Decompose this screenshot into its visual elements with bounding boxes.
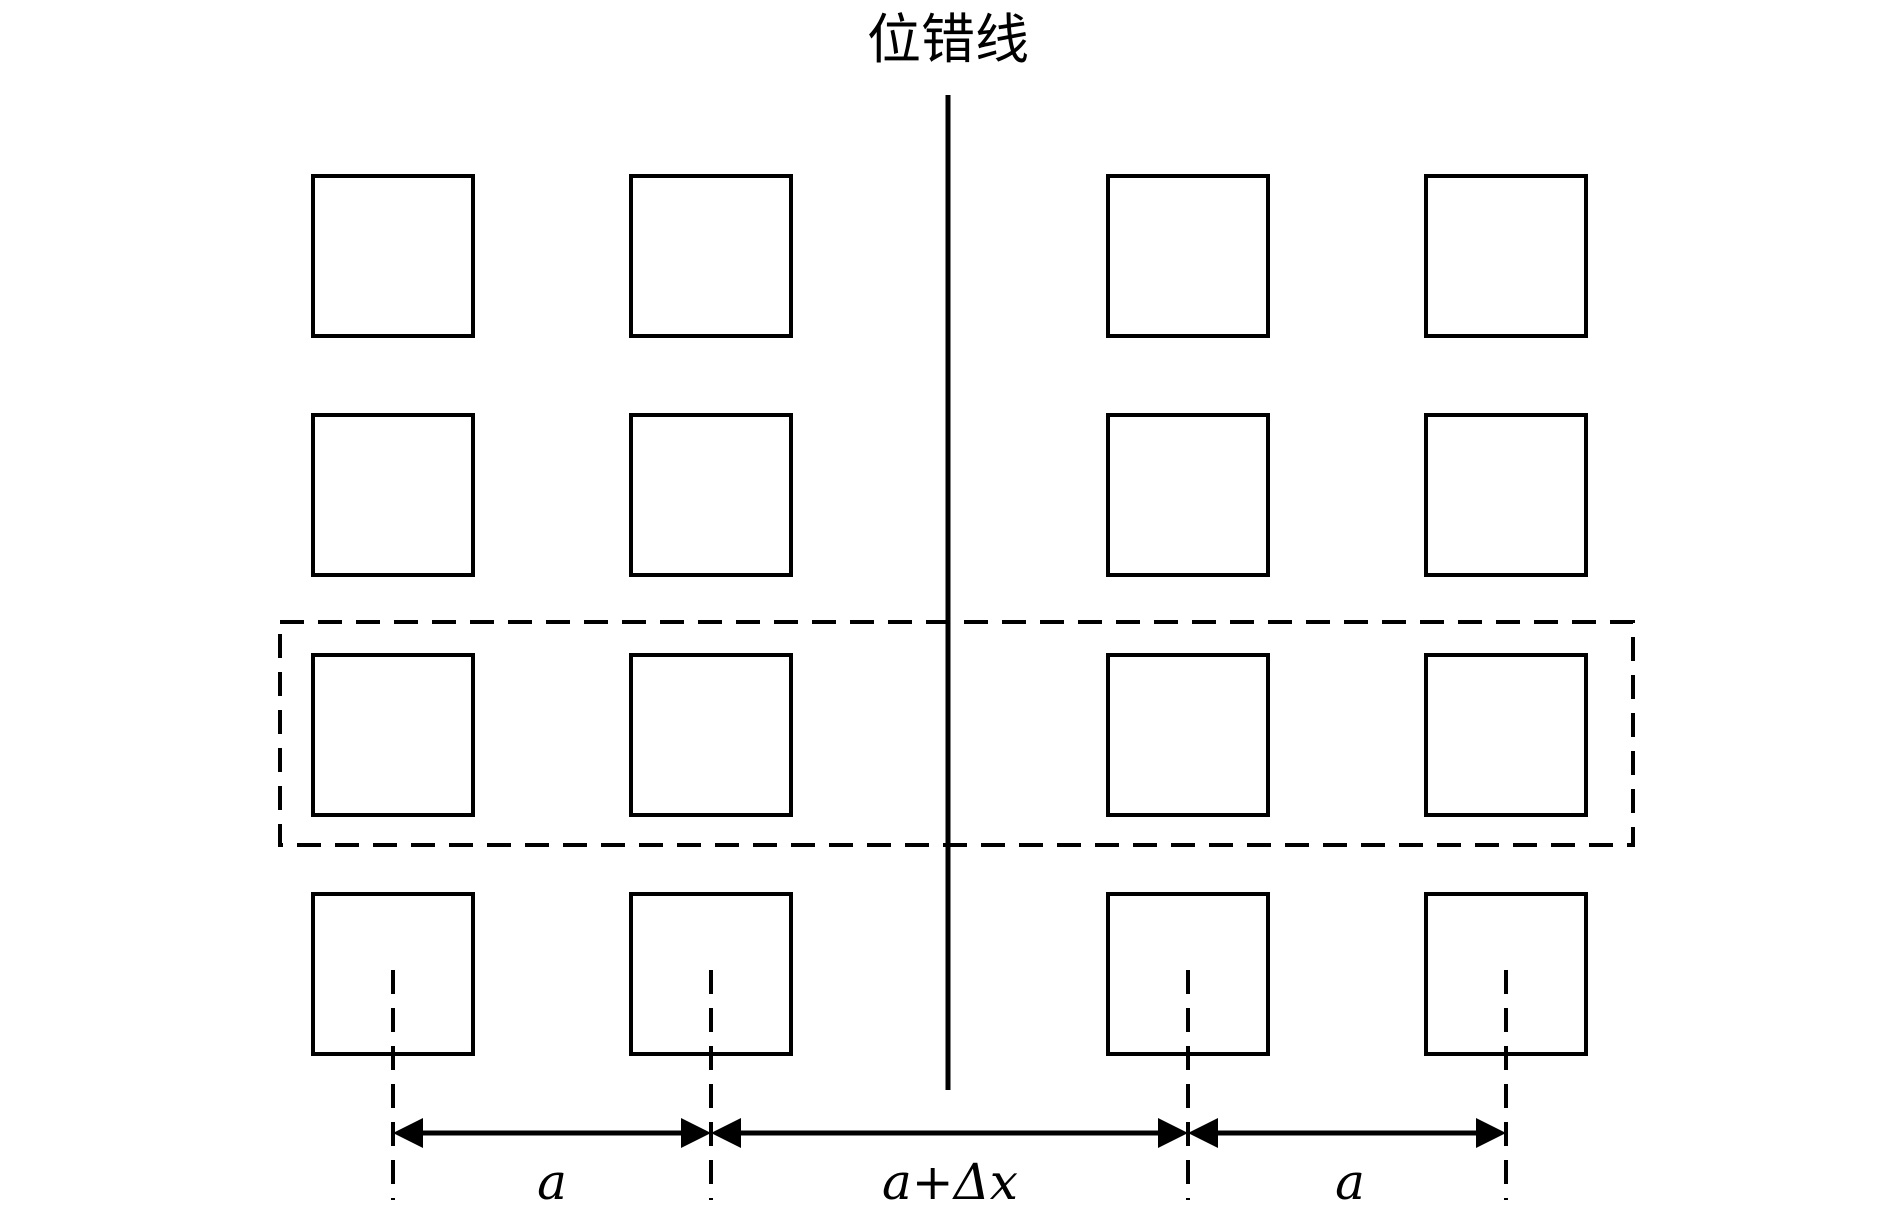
atom-square	[1106, 653, 1270, 817]
arrowhead-left-start	[393, 1118, 423, 1148]
spacing-label-middle: a+Δx	[882, 1153, 1018, 1211]
atom-square	[1106, 174, 1270, 338]
atom-square	[1424, 653, 1588, 817]
spacing-label-left: a	[537, 1153, 567, 1211]
arrowhead-right-end	[1476, 1118, 1506, 1148]
atom-square	[629, 174, 793, 338]
atom-grid	[311, 174, 1588, 1056]
arrowhead-middle-start	[711, 1118, 741, 1148]
arrowhead-left-end	[681, 1118, 711, 1148]
arrowhead-right-start	[1188, 1118, 1218, 1148]
highlight-row-box	[278, 620, 1635, 847]
center-dashed-lines	[391, 970, 1508, 1200]
atom-square	[629, 653, 793, 817]
atom-square	[311, 413, 475, 577]
atom-square	[1106, 413, 1270, 577]
atom-square	[629, 413, 793, 577]
dimension-arrows	[393, 1118, 1506, 1148]
atom-square	[1424, 413, 1588, 577]
atom-square	[311, 174, 475, 338]
atom-square	[1424, 174, 1588, 338]
arrowhead-middle-end	[1158, 1118, 1188, 1148]
atom-square	[311, 653, 475, 817]
dislocation-line-title: 位错线	[867, 8, 1029, 71]
spacing-label-right: a	[1335, 1153, 1365, 1211]
